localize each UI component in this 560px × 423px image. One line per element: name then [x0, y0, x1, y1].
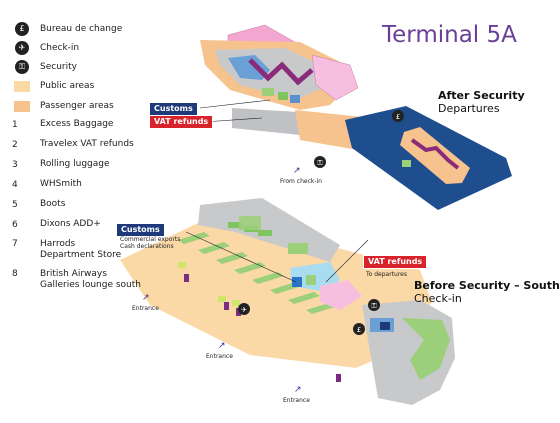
vat-bottom-leader — [325, 239, 369, 283]
customs-note-2: Cash declarations — [120, 243, 174, 250]
legend-number: 6 — [12, 219, 18, 230]
entrance-arrow-3: ↗ — [294, 385, 302, 395]
legend-item-passenger-areas: Passenger areas — [12, 99, 114, 113]
lower-right-dark-shop — [380, 322, 390, 330]
legend-item-8: 8 British Airways Galleries lounge south — [12, 269, 141, 291]
entrance-arrow-2: ↗ — [218, 341, 226, 351]
legend-number: 2 — [12, 139, 18, 150]
legend-label: Security — [40, 61, 77, 72]
svg-text:⚿: ⚿ — [317, 159, 323, 167]
departures-green-shop — [402, 160, 411, 167]
before-security-line1: Before Security – South — [414, 279, 560, 292]
lower-right-green-curve — [402, 318, 450, 380]
svg-text:£: £ — [396, 113, 400, 121]
legend-label-line2: Department Store — [40, 250, 122, 260]
legend-number: 3 — [12, 159, 18, 170]
after-security-level — [200, 24, 512, 210]
lower-shop-blue — [292, 277, 302, 287]
after-security-heading: After Security Departures — [438, 89, 525, 115]
vat-refunds-tag-upper: VAT refunds — [149, 115, 214, 129]
entrance-arrow-1: ↗ — [142, 293, 150, 303]
legend-number: 8 — [12, 269, 18, 279]
after-security-line1: After Security — [438, 89, 525, 102]
vat-refunds-tag-lower: VAT refunds — [363, 255, 428, 269]
legend-label: Rolling luggage — [40, 159, 110, 169]
entrance-label-2: Entrance — [206, 353, 233, 360]
legend-item-2: 2 Travelex VAT refunds — [12, 139, 134, 150]
harrods-lower-block — [320, 280, 362, 310]
legend-item-6: 6 Dixons ADD+ — [12, 219, 101, 230]
page-title: Terminal 5A — [382, 22, 517, 48]
lower-info-points — [184, 274, 341, 382]
lower-green-square-1 — [288, 243, 308, 254]
legend-item-1: 1 Excess Baggage — [12, 119, 113, 130]
from-check-in-arrow: ↗ — [293, 166, 301, 176]
bureau-de-change-icon: £ — [392, 110, 404, 122]
legend-item-public-areas: Public areas — [12, 79, 94, 93]
legend-item-5: 5 Boots — [12, 199, 65, 210]
before-security-heading: Before Security – South Check-in — [414, 279, 560, 305]
from-check-in-label: From check-in — [280, 178, 322, 185]
svg-text:✈: ✈ — [241, 306, 247, 314]
legend-label: Check-in — [40, 42, 80, 53]
legend-number: 7 — [12, 239, 18, 249]
security-icon: ⚿ — [15, 60, 29, 74]
legend-number: 4 — [12, 179, 18, 190]
bureau-de-change-icon: £ — [353, 323, 365, 335]
legend-label-line2: Galleries lounge south — [40, 280, 141, 290]
public-areas-swatch — [14, 80, 30, 92]
check-in-icon: ✈ — [15, 41, 29, 55]
legend-label: Harrods — [40, 239, 76, 249]
legend-number: 1 — [12, 119, 18, 130]
lower-green-square-2 — [239, 216, 261, 230]
legend-label: Public areas — [40, 80, 95, 91]
customs-tag-upper: Customs — [149, 102, 198, 116]
lower-kiosks — [178, 262, 240, 306]
vat-top-leader — [203, 117, 263, 123]
departures-inner-yellow — [400, 127, 470, 184]
to-departures-label: To departures — [366, 271, 407, 278]
upper-shop-strip — [248, 58, 314, 86]
lower-shop-green — [306, 275, 316, 285]
entrance-label-1: Entrance — [132, 305, 159, 312]
before-security-level — [120, 198, 455, 405]
legend-label: Boots — [40, 199, 66, 209]
legend-label: WHSmith — [40, 179, 82, 189]
customs-top-leader — [199, 99, 271, 109]
customs-bottom-leader — [185, 231, 297, 283]
entrance-label-3: Entrance — [283, 397, 310, 404]
passenger-areas-swatch — [14, 100, 30, 112]
legend-label: British Airways — [40, 269, 107, 279]
after-security-line2: Departures — [438, 102, 500, 115]
legend-label: Excess Baggage — [40, 119, 114, 129]
legend-label: Travelex VAT refunds — [40, 139, 134, 149]
svg-text:£: £ — [357, 326, 361, 334]
upper-shop-green-1 — [262, 88, 274, 96]
svg-text:⚿: ⚿ — [371, 302, 377, 310]
bureau-de-change-icon: £ — [15, 22, 29, 36]
legend-item-7: 7 Harrods Department Store — [12, 239, 121, 261]
legend-item-check-in: ✈ Check-in — [12, 41, 79, 55]
legend-item-3: 3 Rolling luggage — [12, 159, 110, 170]
before-security-line2: Check-in — [414, 292, 462, 305]
upper-shop-green-2 — [278, 92, 288, 100]
legend-label: Bureau de change — [40, 23, 123, 34]
upper-shop-blue — [290, 95, 300, 103]
check-in-icon: ✈ — [238, 303, 250, 315]
legend-item-bureau: £ Bureau de change — [12, 22, 122, 36]
legend-label: Dixons ADD+ — [40, 219, 101, 229]
harrods-right-block — [311, 54, 359, 101]
customs-note-1: Commercial exports — [120, 236, 181, 243]
legend-label: Passenger areas — [40, 100, 114, 111]
upper-blue-zone — [228, 55, 270, 80]
departures-shop-strip — [410, 138, 460, 170]
customs-tag-lower: Customs — [116, 223, 165, 237]
security-icon: ⚿ — [368, 299, 380, 311]
security-icon: ⚿ — [314, 156, 326, 168]
legend-item-security: ⚿ Security — [12, 60, 77, 74]
legend-item-4: 4 WHSmith — [12, 179, 82, 190]
legend-number: 5 — [12, 199, 18, 210]
